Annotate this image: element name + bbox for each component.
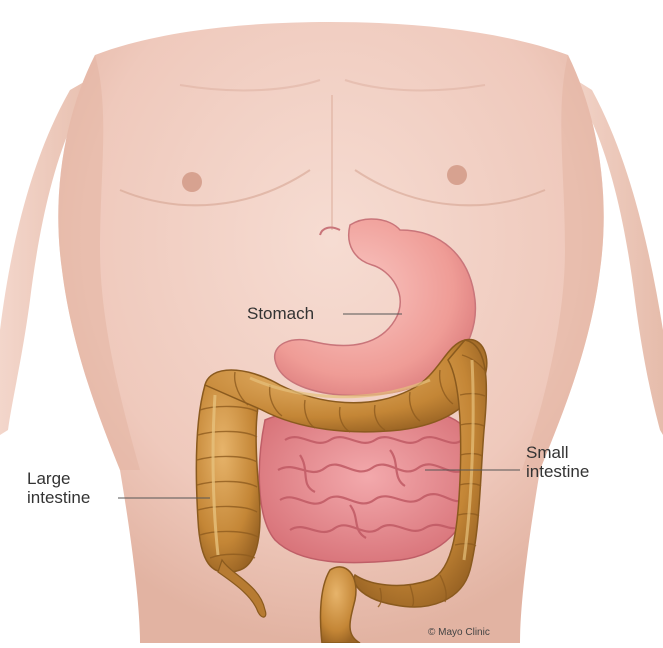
large-intestine-label-line2: intestine <box>27 488 90 507</box>
right-nipple <box>447 165 467 185</box>
small-intestine-label-line2: intestine <box>526 462 589 481</box>
small-intestine-label-line1: Small <box>526 443 569 462</box>
copyright-credit: © Mayo Clinic <box>428 627 490 638</box>
left-nipple <box>182 172 202 192</box>
stomach-label: Stomach <box>247 304 314 323</box>
large-intestine-label-line1: Large <box>27 469 70 488</box>
